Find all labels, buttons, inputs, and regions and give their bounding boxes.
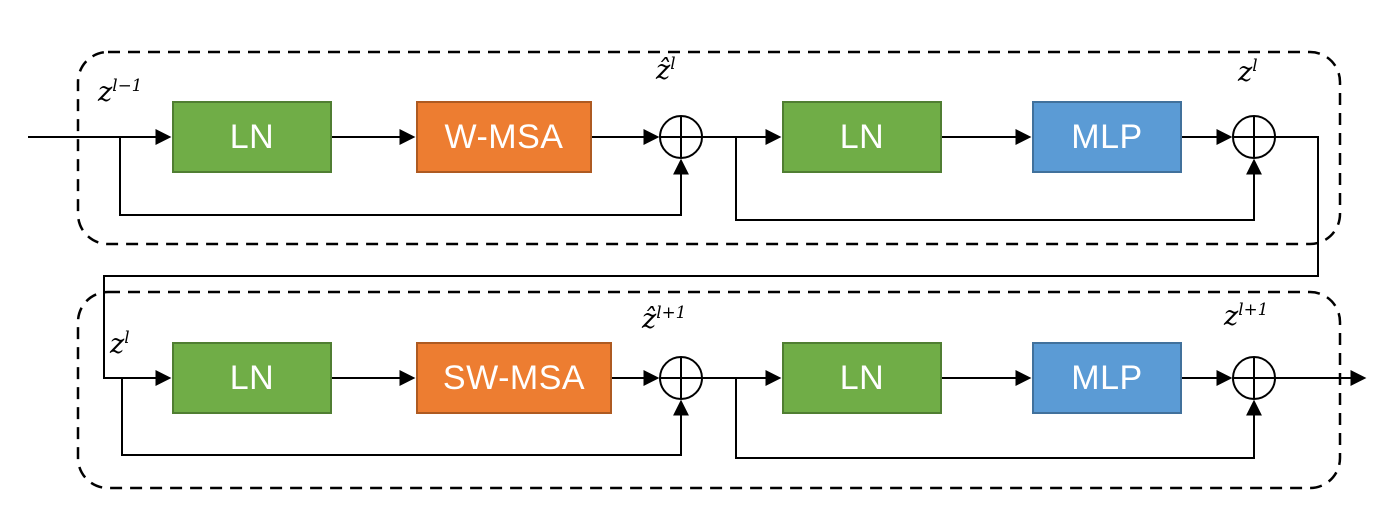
top-wmsa-label: W-MSA xyxy=(444,117,564,156)
bottom-input-math-label: zl xyxy=(110,328,130,360)
bottom-output-math-sup: l+1 xyxy=(1238,299,1269,319)
top-dashed-boundary xyxy=(76,50,1342,246)
top-ln1-block: LN xyxy=(172,101,332,173)
bottom-dashed-boundary xyxy=(76,290,1342,490)
bottom-sum1-math-base: ẑ xyxy=(642,304,657,335)
top-wmsa-block: W-MSA xyxy=(416,101,592,173)
bottom-input-math-base: z xyxy=(110,329,125,360)
top-input-math-base: z xyxy=(98,77,113,108)
top-mlp-label: MLP xyxy=(1071,117,1143,156)
bottom-mlp-label: MLP xyxy=(1071,358,1143,397)
top-sum2-circleplus-icon xyxy=(1232,115,1276,159)
top-sum1-math-sup: l xyxy=(670,53,676,73)
bottom-residual-1 xyxy=(121,378,689,456)
bottom-sum2-circleplus-icon xyxy=(1232,356,1276,400)
bottom-swmsa-label: SW-MSA xyxy=(442,358,586,397)
bottom-ln1-label: LN xyxy=(229,358,275,397)
bottom-output-math-label: zl+1 xyxy=(1224,300,1268,332)
top-residual-2 xyxy=(735,137,1262,221)
bottom-ln1-block: LN xyxy=(172,342,332,414)
bottom-input-math-sup: l xyxy=(124,327,130,347)
top-sum1-circleplus-icon xyxy=(659,115,703,159)
bottom-mlp-block: MLP xyxy=(1032,342,1182,414)
top-input-math-label: zl−1 xyxy=(98,76,142,108)
top-output-math-base: z xyxy=(1238,57,1253,88)
top-to-bottom-connector-arrow xyxy=(103,136,1319,386)
bottom-swmsa-block: SW-MSA xyxy=(416,342,612,414)
top-input-math-sup: l−1 xyxy=(112,75,143,95)
top-output-math-label: zl xyxy=(1238,56,1258,88)
top-residual-1 xyxy=(119,137,689,216)
bottom-block-wires xyxy=(121,370,1367,459)
bottom-residual-2 xyxy=(735,378,1262,459)
sum-operators xyxy=(659,115,1276,400)
bottom-ln2-block: LN xyxy=(782,342,942,414)
top-output-math-sup: l xyxy=(1252,55,1258,75)
top-ln2-label: LN xyxy=(839,117,885,156)
bottom-sum1-circleplus-icon xyxy=(659,356,703,400)
top-ln1-label: LN xyxy=(229,117,275,156)
top-sum1-math-label: ẑl xyxy=(656,54,676,86)
bottom-sum1-math-label: ẑl+1 xyxy=(642,303,686,335)
top-sum1-math-base: ẑ xyxy=(656,55,671,86)
top-mlp-block: MLP xyxy=(1032,101,1182,173)
top-ln2-block: LN xyxy=(782,101,942,173)
bottom-sum1-math-sup: l+1 xyxy=(656,302,687,322)
bottom-output-math-base: z xyxy=(1224,301,1239,332)
top-block-wires xyxy=(28,129,1319,386)
bottom-ln2-label: LN xyxy=(839,358,885,397)
